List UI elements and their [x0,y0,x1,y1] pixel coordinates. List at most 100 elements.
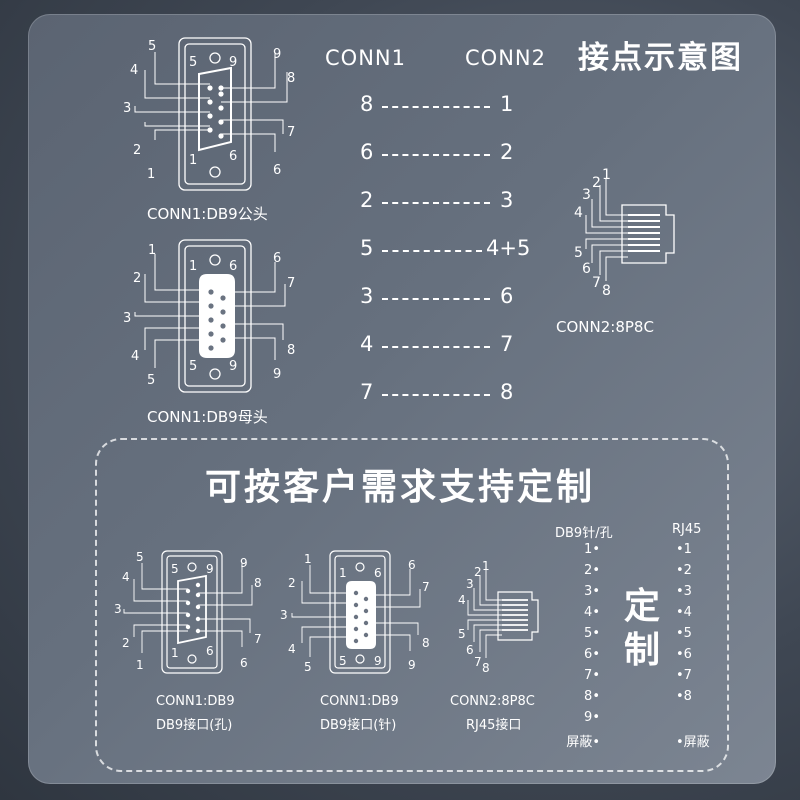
pin-map-right: 7 [500,332,514,356]
custom-center-text-1: 定 [624,586,661,627]
pin-label: 6 [229,259,237,274]
pin-label: 6 [240,656,248,670]
pin-label: 1 [602,167,611,183]
table-right-item: •屏蔽 [676,735,710,750]
pin-label: 2 [133,271,141,286]
db9-male-diagram: 5 4 3 2 1 5 9 1 6 9 8 7 6 [123,37,295,191]
pin-map-right: 4+5 [486,236,531,260]
table-left-item: 7• [584,668,600,683]
pin-label: 2 [592,175,601,191]
pin-label: 5 [574,245,583,261]
pin-label: 8 [254,576,262,590]
pin-label: 2 [133,143,141,158]
pin-map-dashed-line [382,346,490,348]
pin-label: 3 [123,311,131,326]
pin-label: 8 [287,343,295,358]
table-right-item: •1 [676,542,692,557]
pin-label: 8 [422,636,430,650]
main-card [28,14,776,784]
pin-label: 6 [466,643,474,657]
pin-label: 9 [273,367,281,382]
pin-label: 9 [229,359,237,374]
pin-map-right: 8 [500,380,514,404]
pin-label: 2 [288,576,296,590]
pin-map-right: 3 [500,188,514,212]
pin-label: 5 [189,359,197,374]
custom-rj45-diagram: 1 2 3 4 5 6 7 8 [458,560,539,675]
pin-label: 3 [582,187,591,203]
pin-map-dashed-line [382,298,490,300]
table-right-item: •7 [676,668,692,683]
pin-label: 7 [474,655,482,669]
pin-label: 6 [206,644,214,658]
custom-db9-a-caption1: CONN1:DB9 [156,694,235,709]
pin-map-left: 5 [360,236,374,260]
pin-label: 3 [466,577,474,591]
custom-db9-pins-diagram: 1 2 3 4 5 1 6 5 9 6 7 8 9 [280,550,430,674]
pin-label: 5 [147,373,155,388]
rj45-diagram: 1 2 3 4 5 6 7 8 [574,167,675,299]
pin-label: 5 [171,562,179,576]
table-left-item: 3• [584,584,600,599]
page-title: 接点示意图 [578,40,743,76]
custom-db9-b-caption1: CONN1:DB9 [320,694,399,709]
pin-label: 4 [458,593,466,607]
pin-label: 1 [482,560,490,573]
table-left-item: 2• [584,563,600,578]
pin-label: 3 [114,602,122,616]
pin-label: 5 [339,654,347,668]
pin-label: 6 [582,261,591,277]
pin-label: 7 [287,125,295,140]
pin-label: 5 [148,39,156,54]
table-left-item: 9• [584,710,600,725]
customization-box [95,438,729,772]
pin-map-dashed-line [382,202,490,204]
pin-label: 5 [458,627,466,641]
pin-label: 8 [287,71,295,86]
table-right-item: •2 [676,563,692,578]
pin-map-left: 2 [360,188,374,212]
pin-map-left: 4 [360,332,374,356]
pin-label: 1 [189,259,197,274]
pin-label: 7 [254,632,262,646]
rj45-caption: CONN2:8P8C [556,318,654,336]
pin-label: 4 [122,570,130,584]
pin-label: 8 [602,283,611,299]
pin-map-right: 6 [500,284,514,308]
pin-label: 6 [374,566,382,580]
table-left-item: 屏蔽• [566,735,600,750]
table-left-item: 6• [584,647,600,662]
pin-label: 1 [147,167,155,182]
pin-label: 9 [408,658,416,672]
pin-label: 9 [229,55,237,70]
db9-female-diagram: 1 2 3 4 5 1 6 5 9 6 7 8 9 [123,239,295,393]
pin-label: 9 [273,47,281,62]
table-left-item: 4• [584,605,600,620]
table-right-item: •5 [676,626,692,641]
pin-label: 4 [288,642,296,656]
pin-map-dashed-line [382,154,490,156]
pin-label: 6 [273,163,281,178]
pin-label: 1 [304,552,312,566]
pin-label: 9 [206,562,214,576]
pin-label: 1 [339,566,347,580]
conn2-header: CONN2 [465,46,546,70]
pin-map-left: 8 [360,92,374,116]
table-right-item: •4 [676,605,692,620]
custom-db9-a-caption2: DB9接口(孔) [156,718,233,733]
pin-label: 5 [189,55,197,70]
table-right-item: •8 [676,689,692,704]
pin-label: 9 [240,556,248,570]
table-left-header: DB9针/孔 [555,526,613,541]
pin-label: 6 [273,251,281,266]
pin-label: 1 [148,243,156,258]
db9-male-caption: CONN1:DB9公头 [147,205,268,223]
pin-label: 7 [422,580,430,594]
conn1-header: CONN1 [325,46,406,70]
pin-map-dashed-line [382,106,490,108]
pin-label: 1 [171,646,179,660]
pin-map-right: 1 [500,92,514,116]
pin-label: 4 [130,63,138,78]
table-right-item: •3 [676,584,692,599]
table-left-item: 5• [584,626,600,641]
